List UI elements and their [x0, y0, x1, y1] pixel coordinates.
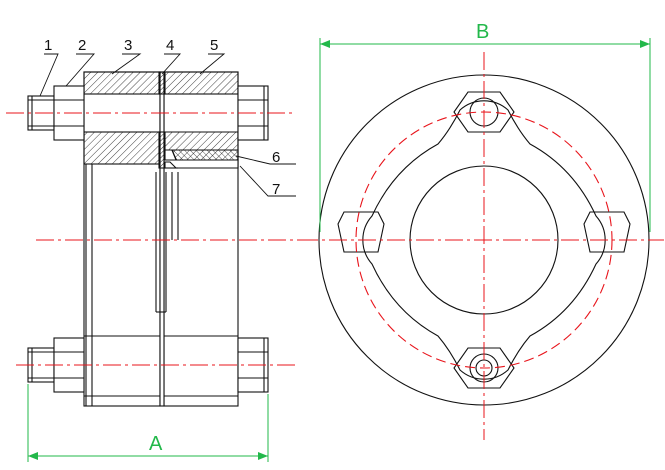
hex-nut-right — [583, 211, 631, 253]
seal-gap — [159, 71, 165, 407]
dimension-b-label: B — [476, 21, 489, 43]
part-label-6: 6 — [272, 149, 280, 166]
left-ring-body — [83, 71, 161, 407]
front-view-centerlines — [300, 52, 664, 440]
ring-3-section-bottom — [83, 131, 161, 165]
part-label-3: 3 — [124, 37, 132, 54]
part-label-4: 4 — [166, 37, 174, 54]
ring-3-section-top — [83, 71, 161, 95]
hex-nut-top — [453, 91, 515, 133]
part-label-5: 5 — [210, 37, 218, 54]
side-view-centerlines — [6, 112, 300, 366]
side-view — [27, 71, 269, 407]
dimension-b — [319, 38, 651, 232]
part-number-labels: 1 2 3 4 5 6 7 — [44, 37, 280, 198]
part-leaders — [39, 53, 296, 197]
part-label-7: 7 — [272, 181, 280, 198]
ring-5-section-top — [163, 71, 239, 95]
part-label-1: 1 — [44, 37, 52, 54]
dimension-a-label: A — [149, 433, 163, 455]
hex-nut-left — [337, 211, 385, 253]
right-ring-body — [163, 71, 239, 407]
hex-nut-bottom — [453, 347, 515, 389]
insert-7 — [163, 159, 239, 169]
liner-6 — [171, 149, 239, 161]
seal-4-top — [158, 71, 166, 95]
seal-4-mid — [158, 131, 166, 169]
dimension-a — [27, 384, 269, 462]
part-label-2: 2 — [78, 37, 86, 54]
